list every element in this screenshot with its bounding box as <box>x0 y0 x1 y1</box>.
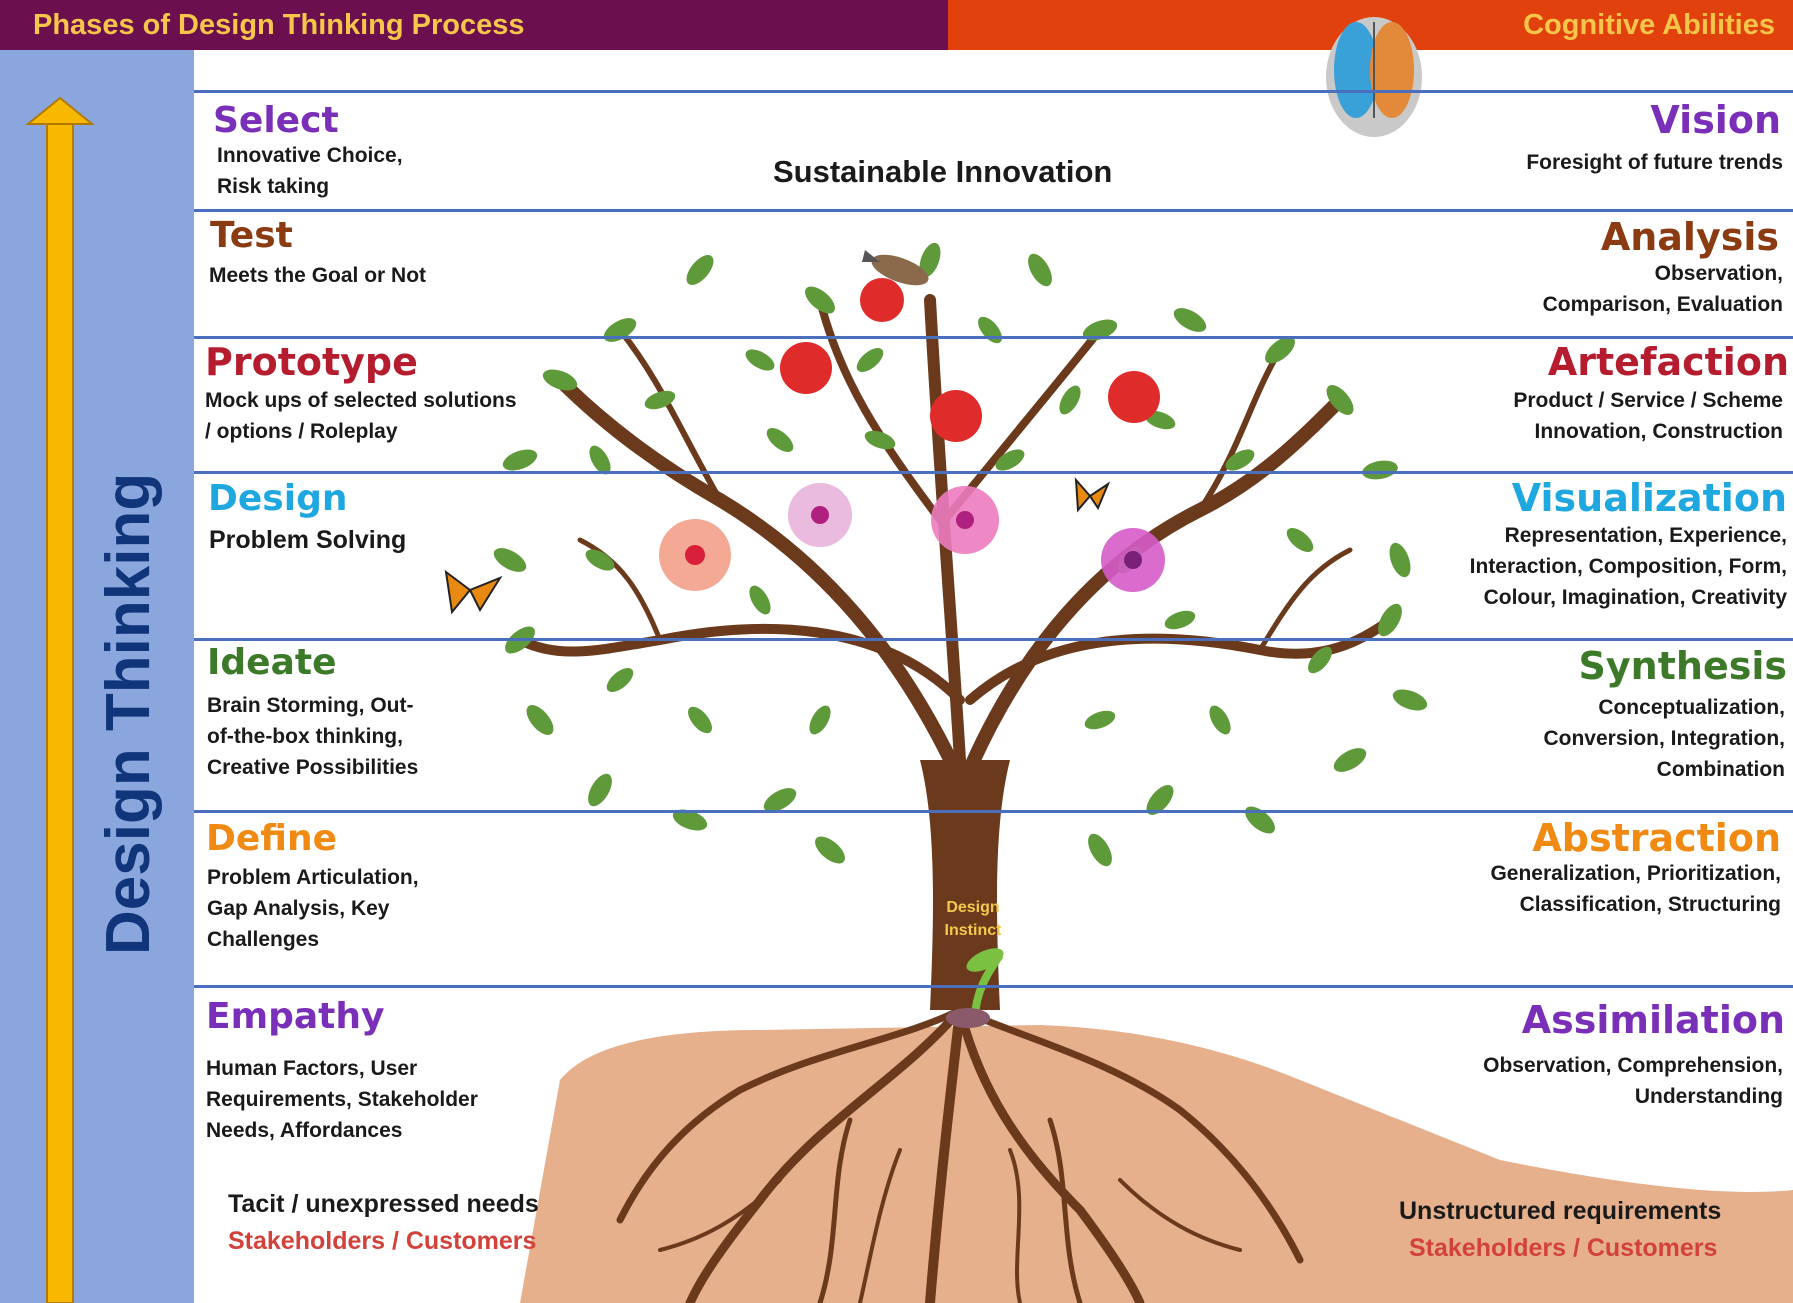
tree-trunk <box>920 760 1010 1010</box>
phase-title-prototype: Prototype <box>205 340 418 384</box>
tree-roots <box>616 1005 1304 1303</box>
brain-icon <box>1326 17 1422 137</box>
phase-title-select: Select <box>213 100 339 141</box>
ground-soil <box>520 1025 1793 1303</box>
bottom-right-caption: Unstructured requirements <box>1399 1197 1722 1225</box>
ability-title-assimilation: Assimilation <box>1521 998 1785 1042</box>
row-divider <box>194 471 1793 474</box>
phase-desc-ideate: Brain Storming, Out-of-the-box thinking,… <box>207 694 419 779</box>
phase-title-design: Design <box>208 478 348 519</box>
phase-desc-design: Problem Solving <box>209 526 407 554</box>
ability-desc-synthesis: Conceptualization,Conversion, Integratio… <box>1543 696 1785 781</box>
header-left-title: Phases of Design Thinking Process <box>33 9 525 41</box>
apple-icon <box>780 278 1160 442</box>
phase-desc-select: Innovative Choice,Risk taking <box>217 144 403 198</box>
header-right-title: Cognitive Abilities <box>1523 9 1775 41</box>
bottom-right-stakeholders: Stakeholders / Customers <box>1409 1234 1718 1262</box>
ability-desc-vision: Foresight of future trends <box>1526 151 1783 174</box>
flower-icon <box>659 483 1165 592</box>
ability-desc-visualization: Representation, Experience,Interaction, … <box>1469 524 1787 609</box>
phase-title-ideate: Ideate <box>207 642 337 683</box>
bottom-left-caption: Tacit / unexpressed needs <box>228 1190 539 1218</box>
bottom-left-stakeholders: Stakeholders / Customers <box>228 1227 537 1255</box>
progress-band <box>0 50 194 1303</box>
row-divider <box>194 810 1793 813</box>
phase-title-empathy: Empathy <box>206 996 385 1037</box>
ability-title-abstraction: Abstraction <box>1532 816 1781 860</box>
row-divider <box>194 209 1793 212</box>
design-instinct-label: Design Instinct <box>944 899 1002 939</box>
ability-desc-assimilation: Observation, Comprehension,Understanding <box>1483 1054 1783 1108</box>
up-arrow-icon <box>25 96 95 1303</box>
phase-desc-prototype: Mock ups of selected solutions/ options … <box>205 389 517 443</box>
header-left-bar <box>0 0 948 50</box>
phase-title-define: Define <box>206 818 338 859</box>
ability-desc-abstraction: Generalization, Prioritization,Classific… <box>1490 862 1781 916</box>
row-divider <box>194 90 1793 93</box>
butterfly-icon <box>444 477 1111 615</box>
phase-desc-test: Meets the Goal or Not <box>209 264 427 287</box>
phase-title-test: Test <box>210 215 293 256</box>
ability-title-analysis: Analysis <box>1600 215 1779 259</box>
bird-icon <box>862 250 929 286</box>
ability-desc-analysis: Observation,Comparison, Evaluation <box>1542 262 1783 316</box>
ability-title-artefaction: Artefaction <box>1547 340 1789 384</box>
sprout-icon <box>946 948 1004 1028</box>
row-divider <box>194 638 1793 641</box>
ability-title-synthesis: Synthesis <box>1578 644 1787 688</box>
sustainable-innovation-label: Sustainable Innovation <box>773 154 1113 189</box>
row-divider <box>194 985 1793 988</box>
row-divider <box>194 336 1793 339</box>
ability-title-vision: Vision <box>1650 98 1781 142</box>
design-thinking-axis-label: Design Thinking <box>94 472 163 955</box>
tree-leaves <box>493 242 1428 867</box>
ability-title-visualization: Visualization <box>1511 476 1787 520</box>
